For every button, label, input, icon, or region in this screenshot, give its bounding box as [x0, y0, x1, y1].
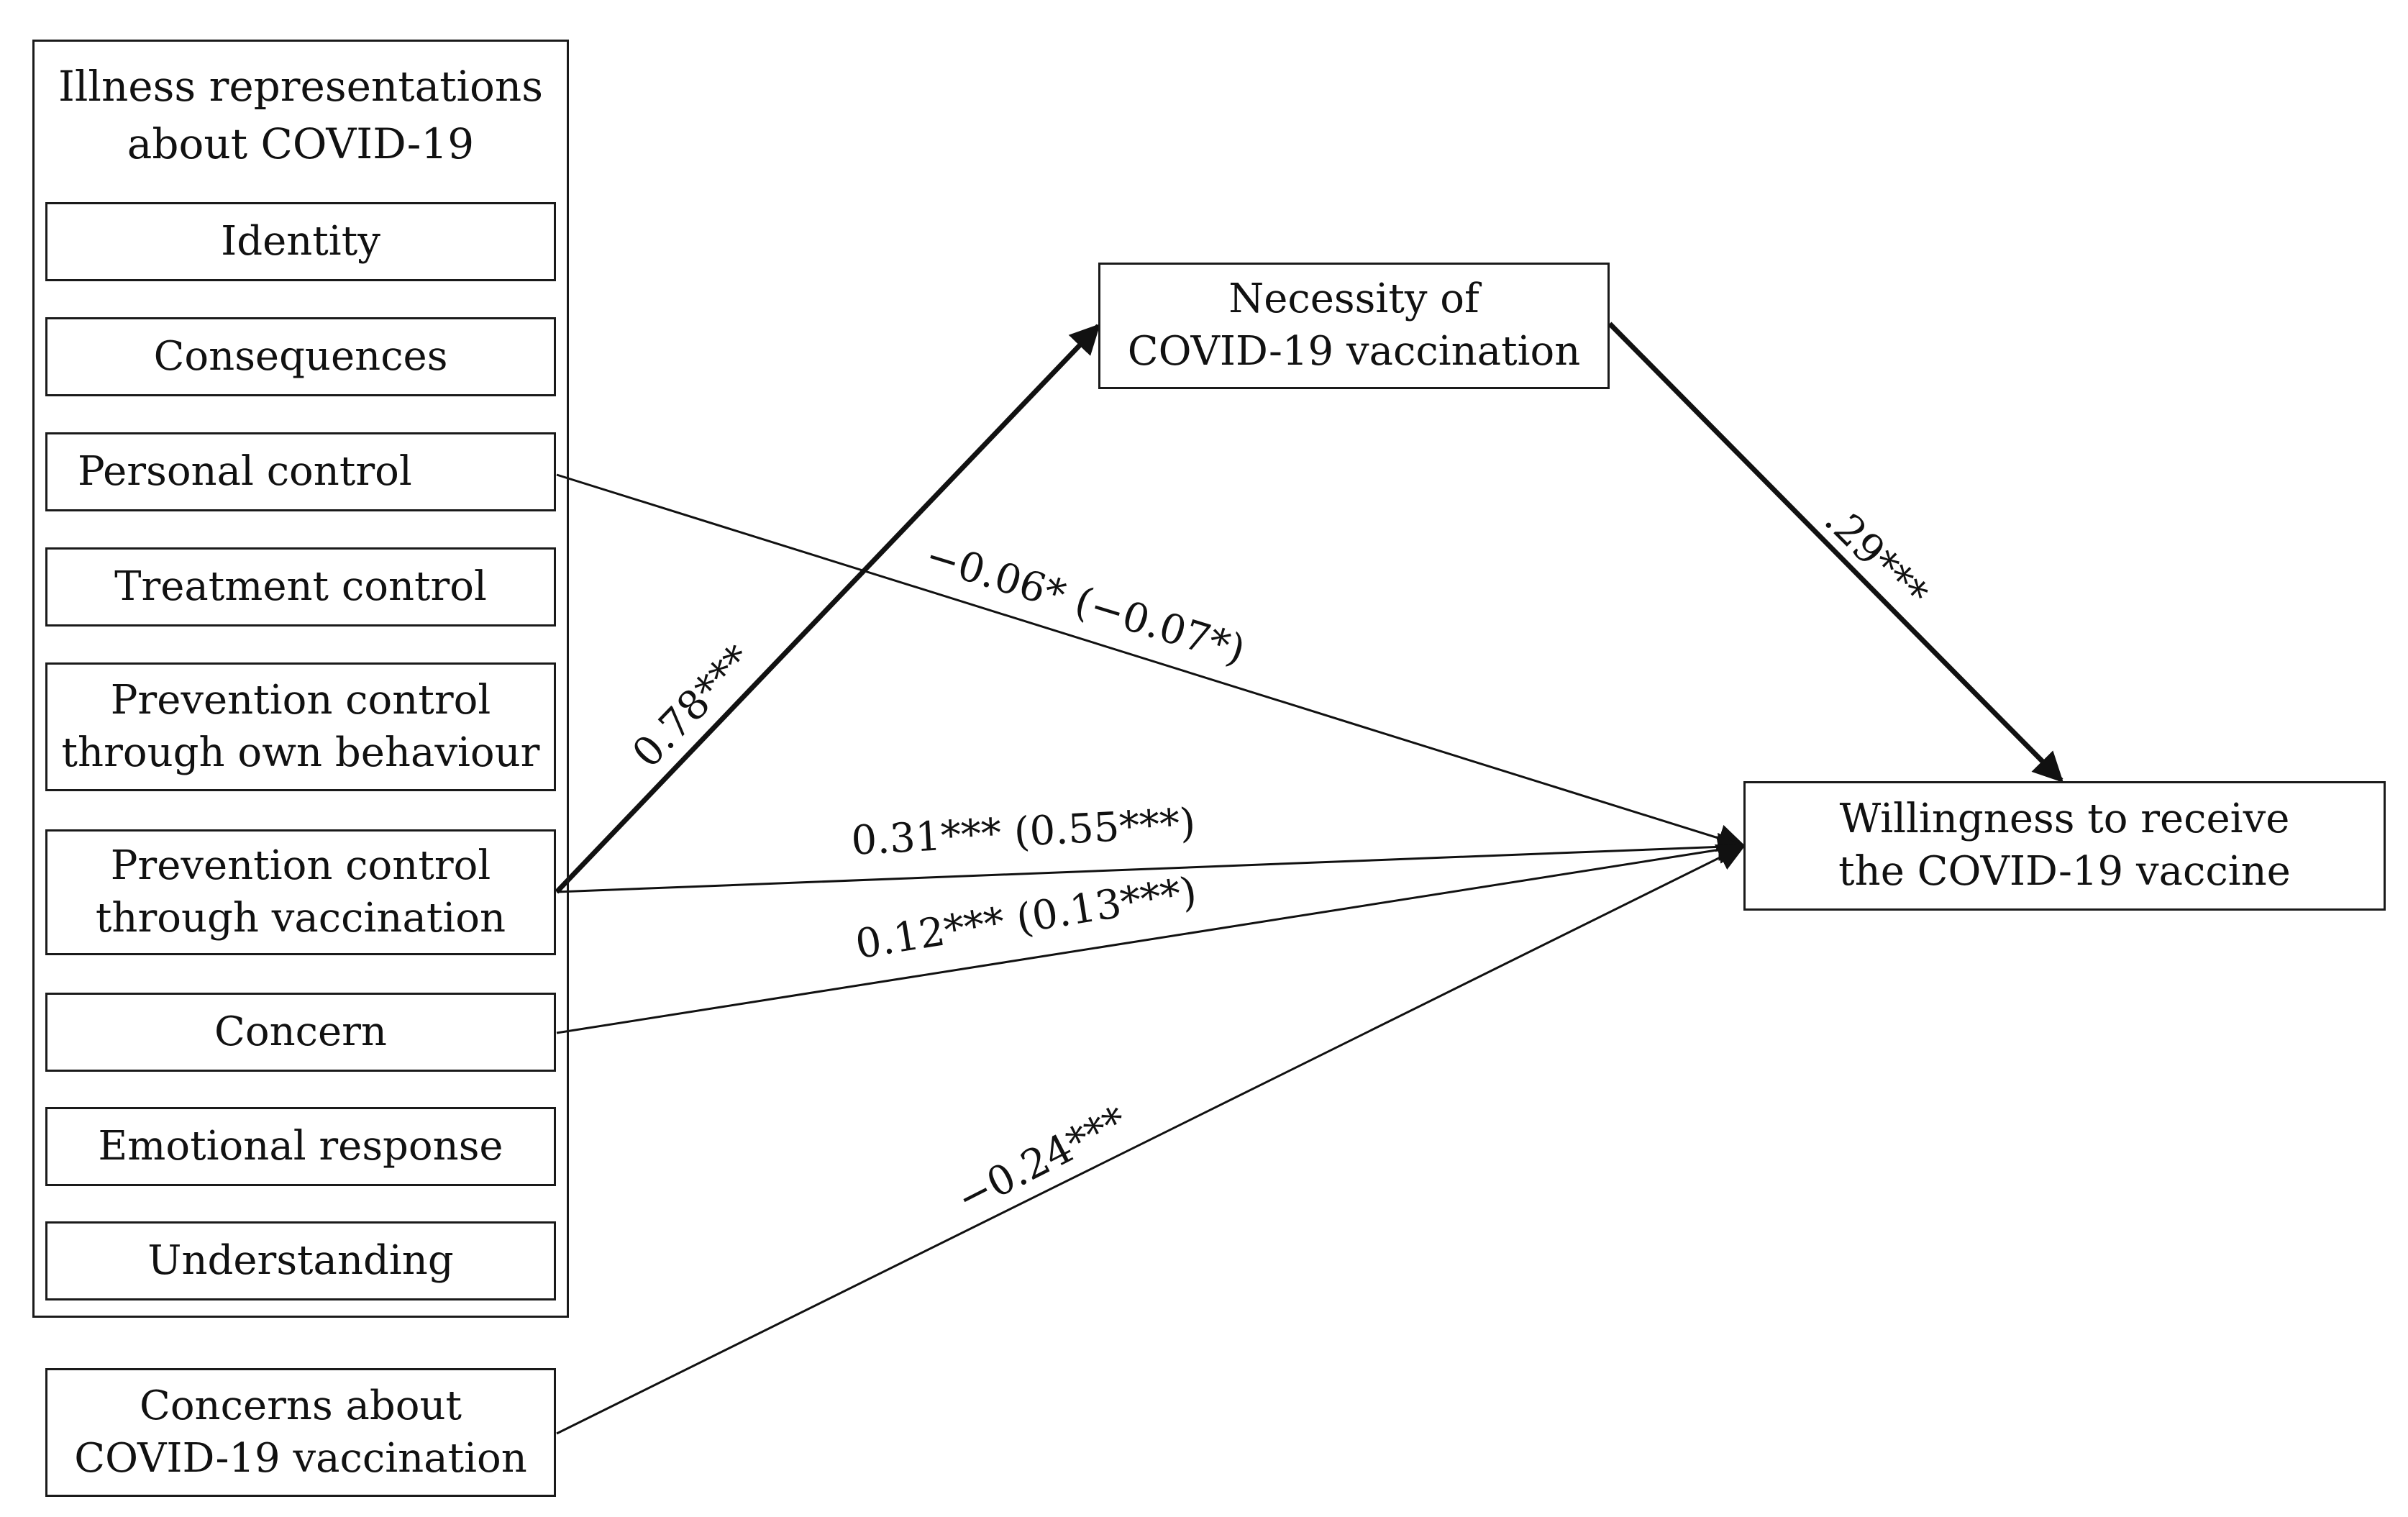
node-concerns-vaccination: Concerns about COVID-19 vaccination [45, 1368, 556, 1497]
node-treatment-control: Treatment control [45, 547, 556, 627]
node-label: Consequences [153, 332, 448, 380]
node-label: Treatment control [114, 562, 487, 610]
node-label: Concern [214, 1008, 387, 1055]
node-label: Personal control [78, 447, 412, 495]
node-prevention-own-behaviour: Prevention control through own behaviour [45, 662, 556, 791]
node-consequences: Consequences [45, 317, 556, 396]
arrow-concern-to-willingness [556, 836, 1746, 1034]
arrow-concerns-vaccination-to-willingness [556, 844, 1746, 1435]
node-label: Emotional response [98, 1122, 503, 1170]
arrow-necessity-to-willingness [1607, 322, 2063, 783]
node-label: Identity [221, 217, 380, 265]
node-label: Prevention control through vaccination [95, 842, 506, 942]
node-necessity: Necessity of COVID-19 vaccination [1098, 263, 1610, 389]
arrow-prevention-to-necessity [555, 323, 1100, 894]
node-understanding: Understanding [45, 1221, 556, 1300]
node-label: Concerns about COVID-19 vaccination [74, 1382, 527, 1482]
arrow-personal-control-to-willingness [556, 473, 1746, 852]
node-willingness: Willingness to receive the COVID-19 vacc… [1743, 781, 2386, 911]
node-emotional-response: Emotional response [45, 1107, 556, 1186]
node-personal-control: Personal control [45, 432, 556, 511]
node-identity: Identity [45, 202, 556, 281]
node-label: Willingness to receive the COVID-19 vacc… [1838, 796, 2291, 895]
group-title: Illness representations about COVID-19 [58, 62, 544, 169]
node-label: Prevention control through own behaviour [61, 676, 540, 776]
node-label: Understanding [147, 1236, 454, 1284]
arrow-prevention-to-willingness [556, 832, 1746, 893]
node-concern: Concern [45, 993, 556, 1072]
node-label: Necessity of COVID-19 vaccination [1127, 275, 1581, 375]
node-prevention-vaccination: Prevention control through vaccination [45, 829, 556, 955]
illness-representations-group: Illness representations about COVID-19 [32, 40, 569, 1318]
